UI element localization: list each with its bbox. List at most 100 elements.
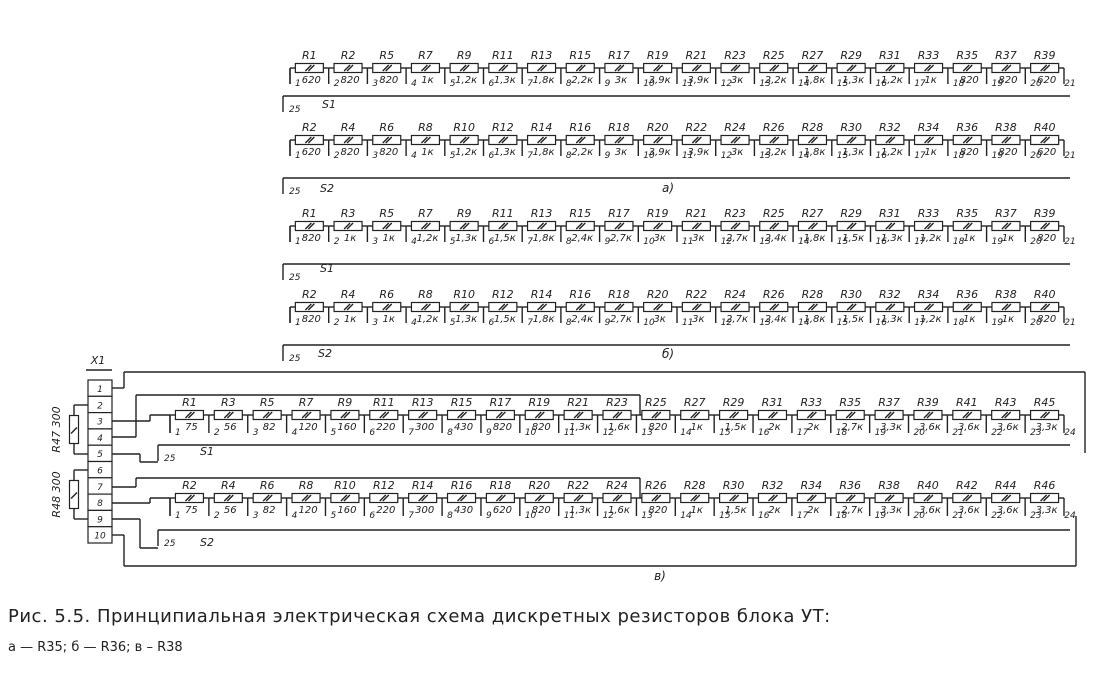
resistor-hatch	[962, 222, 970, 230]
node-label: 2	[214, 428, 220, 438]
resistor-body	[797, 301, 828, 313]
resistor-value: 3к	[653, 314, 665, 325]
resistor-body	[449, 134, 479, 146]
resistor-name: R13	[412, 396, 434, 409]
resistor-value: 1,8к	[533, 233, 555, 244]
resistor-hatch	[923, 411, 931, 419]
node-label: 18	[836, 511, 848, 521]
resistor-body	[952, 409, 982, 421]
resistor-hatch	[573, 494, 581, 502]
resistor-hatch	[885, 136, 893, 144]
resistor-symbol	[485, 492, 515, 504]
node-label: 18	[953, 151, 965, 161]
resistor-hatch	[846, 303, 854, 311]
resistor-body	[719, 409, 749, 421]
resistor-name: R9	[338, 396, 353, 409]
node-label: 23	[1030, 428, 1042, 438]
node-label: 11	[682, 237, 693, 247]
resistor-hatch	[578, 64, 586, 72]
node-label: 9	[605, 151, 611, 161]
resistor-name: R32	[879, 121, 901, 134]
resistor-name: R38	[878, 479, 900, 492]
resistor-body	[252, 492, 282, 504]
resistor-symbol	[488, 62, 518, 74]
resistor-body	[757, 492, 788, 504]
resistor-symbol	[835, 409, 865, 421]
resistor-body	[333, 301, 363, 313]
resistor-hatch	[575, 64, 583, 72]
resistor-hatch	[576, 411, 584, 419]
resistor-name: R31	[879, 207, 901, 220]
resistor-hatch	[307, 64, 315, 72]
resistor-hatch	[807, 222, 815, 230]
resistor-body	[952, 492, 982, 504]
resistor-row: 21R16201R28202R58203R71к4R91,2к5R111,3к6…	[282, 49, 1076, 115]
resistor-hatch	[1001, 494, 1009, 502]
resistor-hatch	[614, 64, 622, 72]
resistor-hatch	[965, 494, 973, 502]
resistor-symbol	[643, 62, 673, 74]
node-label-end: 21	[1064, 79, 1075, 89]
node-label-end: 24	[1064, 511, 1076, 521]
resistor-value: 1,3к	[842, 147, 864, 158]
resistor-symbol	[720, 220, 750, 232]
resistor-hatch	[301, 494, 309, 502]
resistor-symbol	[875, 220, 905, 232]
resistor-value: 82	[263, 505, 276, 516]
node-label: 9	[486, 428, 492, 438]
resistor-hatch	[304, 222, 312, 230]
resistor-hatch	[382, 64, 390, 72]
resistor-body	[410, 301, 441, 313]
resistor-value: 1,8к	[803, 75, 825, 86]
resistor-name: R7	[418, 207, 433, 220]
tap-node-label: 25	[164, 539, 176, 549]
resistor-name: R6	[379, 121, 394, 134]
resistor-name: R35	[839, 396, 861, 409]
resistor-body	[952, 301, 982, 313]
resistor-hatch	[385, 64, 393, 72]
resistor-hatch	[262, 494, 270, 502]
resistor-hatch	[420, 222, 428, 230]
resistor-value: 1к	[1002, 314, 1014, 325]
resistor-value: 3к	[692, 233, 704, 244]
node-label: 20	[1030, 318, 1042, 328]
resistor-value: 1,8к	[533, 147, 555, 158]
resistor-body	[836, 220, 866, 232]
resistor-value: 120	[298, 422, 317, 433]
resistor-value: 1,2к	[455, 147, 477, 158]
resistor-hatch	[462, 303, 470, 311]
resistor-hatch	[420, 136, 428, 144]
resistor-hatch	[810, 136, 818, 144]
node-label: 11	[682, 79, 693, 89]
resistor-hatch	[962, 64, 970, 72]
resistor-symbol	[952, 492, 982, 504]
side-resistor-label: R47 300	[50, 406, 63, 452]
resistor-body	[291, 409, 321, 421]
node-label: 16	[876, 237, 888, 247]
resistor-hatch	[578, 136, 586, 144]
node-label: 17	[914, 151, 926, 161]
resistor-symbol	[991, 492, 1021, 504]
node-label: 6	[489, 151, 495, 161]
resistor-symbol	[488, 220, 518, 232]
resistor-value: 3,3к	[1036, 422, 1058, 433]
resistor-hatch	[769, 303, 777, 311]
node-label: 6	[369, 511, 375, 521]
resistor-hatch	[653, 64, 661, 72]
resistor-hatch	[304, 303, 312, 311]
resistor-hatch	[1043, 136, 1051, 144]
node-label: 4	[292, 428, 298, 438]
node-label: 20	[1030, 151, 1042, 161]
resistor-hatch	[346, 222, 354, 230]
tap-node-label: 25	[164, 454, 176, 464]
resistor-value: 75	[185, 505, 198, 516]
resistor-symbol	[797, 301, 828, 313]
node-label: 14	[680, 511, 692, 521]
resistor-symbol	[602, 492, 632, 504]
node-label: 1	[175, 511, 181, 521]
node-label: 13	[759, 79, 771, 89]
resistor-name: R45	[1034, 396, 1056, 409]
resistor-hatch	[809, 494, 817, 502]
resistor-value: 2,7к	[726, 233, 748, 244]
resistor-symbol	[797, 134, 828, 146]
